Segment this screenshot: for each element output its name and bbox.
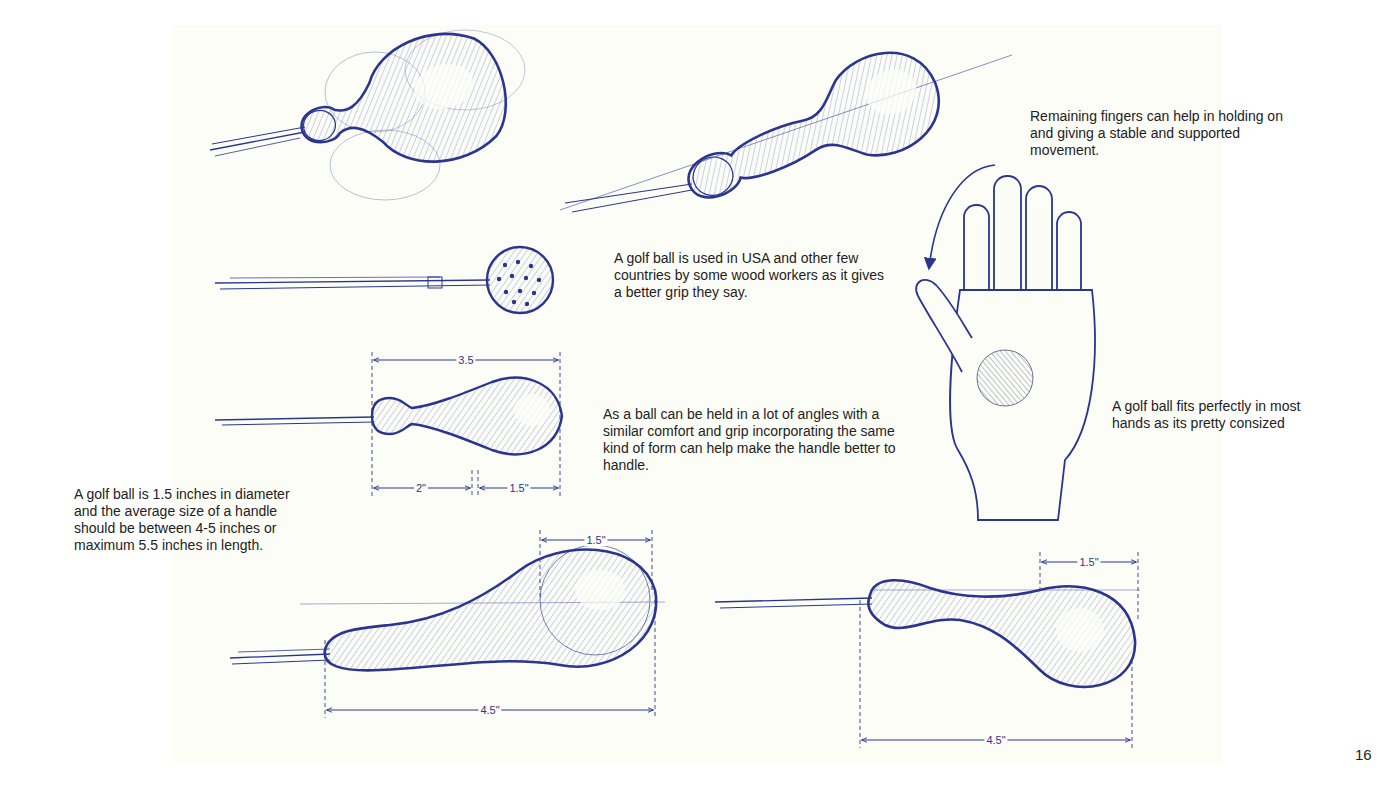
handle-sketch-5 — [230, 530, 665, 718]
note-text: As a ball can be held in a lot of angles… — [603, 406, 921, 474]
page-number: 16 — [1355, 746, 1372, 763]
dimension-label: 4.5" — [478, 704, 501, 716]
note-text: A golf ball is 1.5 inches in diameter an… — [74, 486, 316, 554]
handle-sketch-2 — [560, 36, 1012, 231]
note-text: Remaining fingers can help in holding on… — [1030, 108, 1288, 159]
hand-sketch — [916, 165, 1095, 520]
handle-sketch-4 — [215, 352, 562, 498]
dimension-label: 2" — [414, 482, 428, 494]
dimension-label: 4.5" — [984, 734, 1007, 746]
dimension-label: 1.5" — [584, 534, 607, 546]
golf-ball-handle — [215, 247, 553, 313]
note-text: A golf ball fits perfectly in most hands… — [1112, 398, 1330, 432]
handle-sketch-1 — [210, 22, 525, 200]
note-text: A golf ball is used in USA and other few… — [614, 250, 892, 301]
handle-sketch-6 — [715, 552, 1140, 748]
dimension-label: 1.5" — [1077, 556, 1100, 568]
dimension-label: 1.5" — [507, 482, 530, 494]
dimension-label: 3.5 — [456, 354, 475, 366]
